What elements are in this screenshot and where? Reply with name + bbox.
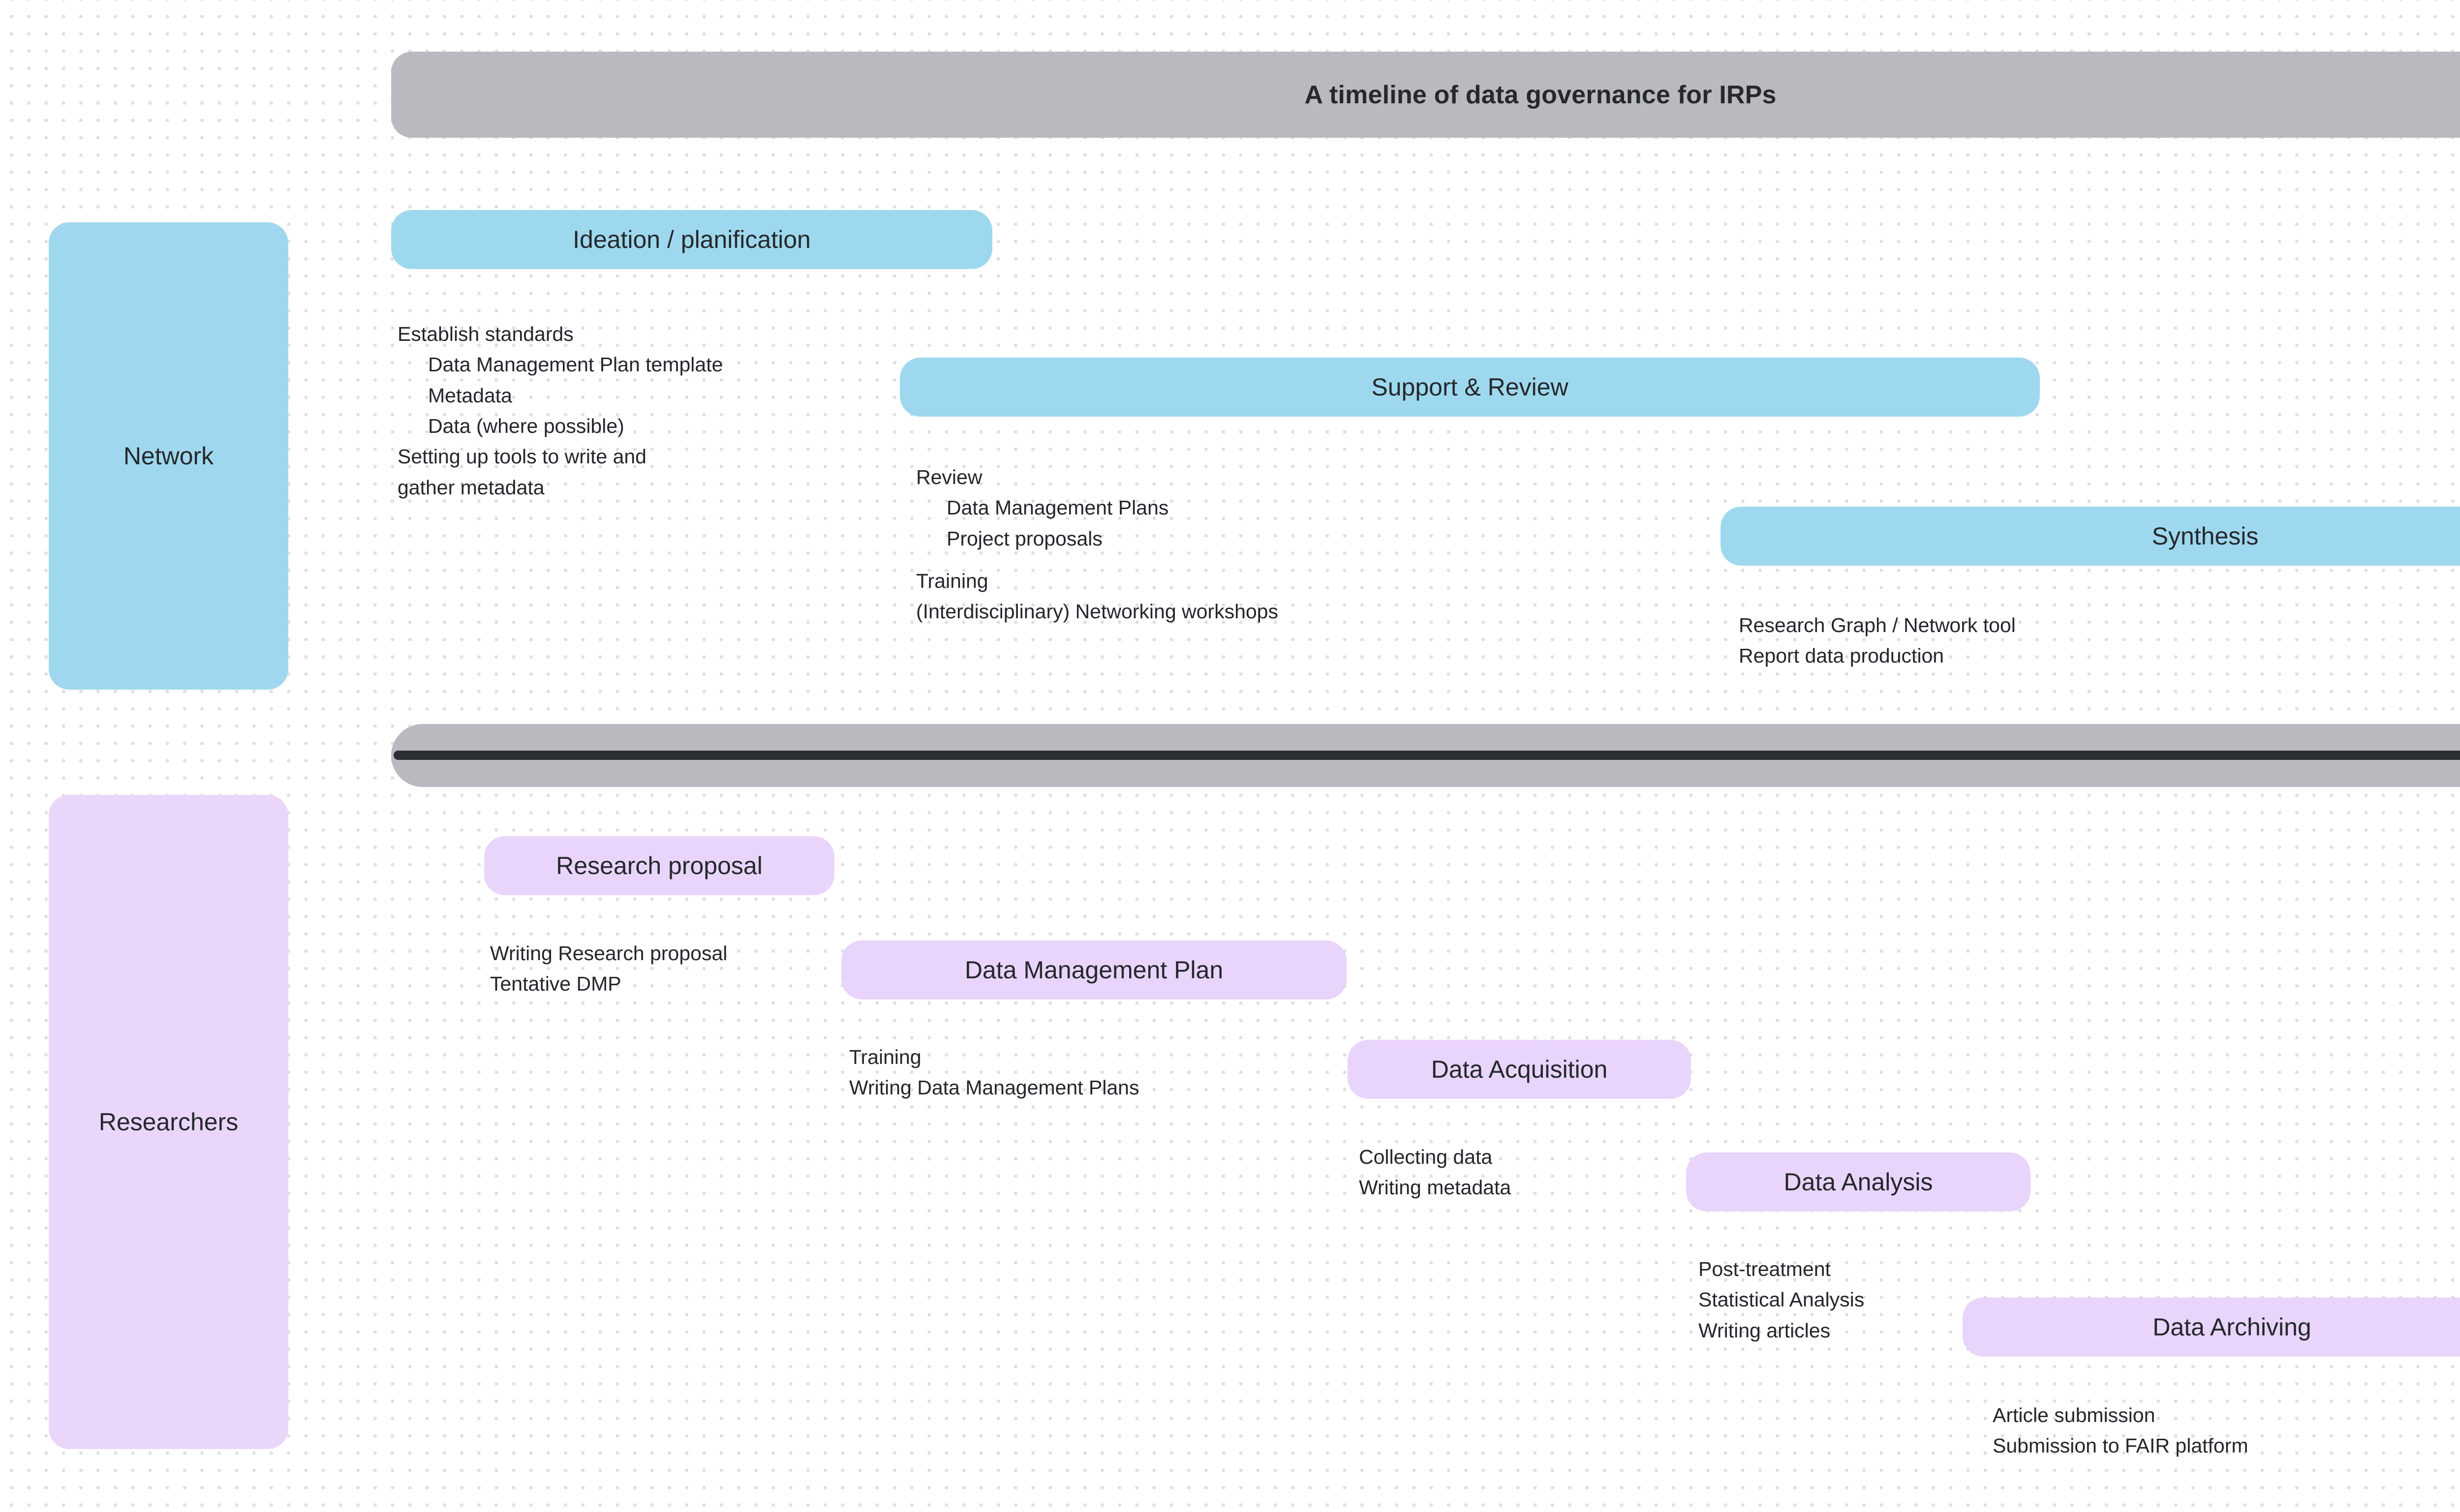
detail-line: Training <box>849 1046 922 1068</box>
swimlane-label-network: Network <box>49 222 288 690</box>
detail-line: Research Graph / Network tool <box>1739 614 2016 636</box>
detail-line: Article submission <box>1993 1404 2155 1426</box>
phase-details-data-archiving: Article submission Submission to FAIR pl… <box>1993 1400 2248 1461</box>
detail-line: Setting up tools to write and <box>398 445 646 468</box>
phase-details-synthesis: Research Graph / Network tool Report dat… <box>1739 610 2016 671</box>
phase-pill-ideation-label: Ideation / planification <box>573 226 811 253</box>
detail-line: Data Management Plan template <box>428 353 723 376</box>
diagram-title-banner: A timeline of data governance for IRPs <box>391 52 2460 138</box>
detail-line: Data Management Plans <box>947 496 1169 519</box>
detail-line: Report data production <box>1739 644 1944 667</box>
detail-line: Writing articles <box>1698 1319 1831 1342</box>
detail-line: Post-treatment <box>1698 1258 1831 1280</box>
phase-pill-data-management-plan-label: Data Management Plan <box>964 956 1224 984</box>
detail-line: Writing Data Management Plans <box>849 1076 1139 1099</box>
phase-details-support-review: Review Data Management Plans Project pro… <box>916 462 1278 627</box>
phase-pill-research-proposal[interactable]: Research proposal <box>484 836 834 895</box>
detail-line: Tentative DMP <box>490 972 621 996</box>
phase-pill-data-acquisition[interactable]: Data Acquisition <box>1348 1040 1691 1099</box>
detail-line: Collecting data <box>1359 1146 1493 1168</box>
phase-pill-data-analysis[interactable]: Data Analysis <box>1686 1152 2030 1211</box>
swimlane-researchers-text: Researchers <box>98 1108 239 1136</box>
phase-details-data-acquisition: Collecting data Writing metadata <box>1359 1142 1511 1203</box>
swimlane-network-text: Network <box>123 442 214 470</box>
phase-pill-ideation[interactable]: Ideation / planification <box>391 210 992 269</box>
detail-line: Project proposals <box>947 527 1103 550</box>
phase-details-data-management-plan: Training Writing Data Management Plans <box>849 1042 1139 1103</box>
detail-line: Statistical Analysis <box>1698 1288 1865 1311</box>
phase-pill-data-management-plan[interactable]: Data Management Plan <box>841 940 1347 999</box>
detail-line: Writing Research proposal <box>490 942 728 965</box>
detail-line: Establish standards <box>398 323 574 345</box>
timeline-axis-line <box>394 751 2460 760</box>
phase-pill-synthesis-label: Synthesis <box>2152 522 2259 550</box>
detail-line: (Interdisciplinary) Networking workshops <box>916 600 1278 623</box>
detail-line: Data (where possible) <box>428 414 624 437</box>
phase-details-data-analysis: Post-treatment Statistical Analysis Writ… <box>1698 1254 1864 1346</box>
detail-spacer <box>916 554 1278 566</box>
page-title: A timeline of data governance for IRPs <box>1304 80 1777 109</box>
swimlane-label-researchers: Researchers <box>49 795 288 1449</box>
phase-pill-data-archiving-label: Data Archiving <box>2152 1313 2311 1341</box>
phase-pill-synthesis[interactable]: Synthesis <box>1721 507 2460 566</box>
detail-line: Training <box>916 569 988 592</box>
phase-pill-research-proposal-label: Research proposal <box>556 852 763 879</box>
phase-pill-support-review[interactable]: Support & Review <box>900 358 2040 417</box>
detail-line: Review <box>916 466 983 488</box>
phase-pill-data-archiving[interactable]: Data Archiving <box>1963 1298 2460 1357</box>
phase-pill-data-analysis-label: Data Analysis <box>1784 1168 1933 1196</box>
detail-line: Writing metadata <box>1359 1176 1511 1199</box>
phase-details-ideation: Establish standards Data Management Plan… <box>398 319 723 503</box>
detail-line: Metadata <box>428 384 512 407</box>
phase-details-research-proposal: Writing Research proposal Tentative DMP <box>490 938 727 999</box>
detail-line: Submission to FAIR platform <box>1993 1434 2248 1457</box>
phase-pill-support-review-label: Support & Review <box>1371 373 1568 401</box>
detail-line: gather metadata <box>398 476 545 499</box>
phase-pill-data-acquisition-label: Data Acquisition <box>1431 1056 1608 1083</box>
